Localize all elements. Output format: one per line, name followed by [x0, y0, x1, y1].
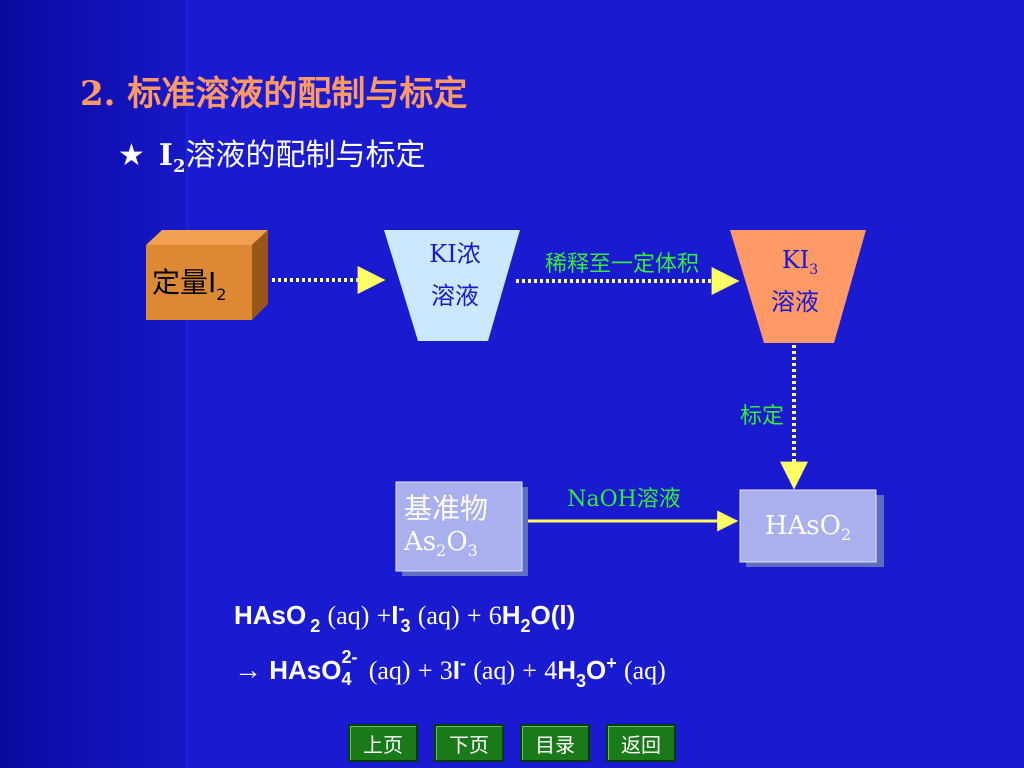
calibrate-label: 标定	[740, 404, 784, 429]
eq2-coef3: 3	[439, 656, 453, 685]
ki3-shape	[730, 230, 866, 343]
eq2-plus1: +	[417, 656, 433, 685]
eq2-o-sup: +	[606, 653, 617, 673]
eq1-aq2: (aq)	[417, 601, 460, 630]
start-box-sub: 2	[216, 285, 226, 304]
eq1-h-sub: 2	[520, 616, 531, 636]
ki-conc-line1: KI浓	[429, 240, 480, 268]
haso2-box: HAsO2	[739, 489, 884, 567]
ki3-line1-sub: 3	[809, 262, 818, 278]
eq2-h: H	[557, 655, 576, 685]
stripe-edge-decoration	[186, 0, 192, 768]
eq1-h: H	[501, 600, 521, 630]
dilute-label: 稀释至一定体积	[545, 252, 699, 277]
svg-text:As2O3: As2O3	[403, 527, 478, 560]
eq1-coef6: 6	[488, 601, 502, 630]
eq2-coef4: 4	[544, 656, 558, 685]
star-icon: ★	[118, 138, 145, 173]
eq2-o: O	[585, 655, 607, 685]
prev-page-button[interactable]: 上页	[348, 724, 418, 762]
standard-sub2: 3	[468, 541, 478, 560]
start-box-side	[252, 230, 268, 320]
standard-line1: 基准物	[404, 492, 488, 525]
eq2-haso-sub: 4	[341, 669, 352, 689]
ki3-box: KI3 溶液	[730, 230, 866, 343]
eq1-ol: O(l)	[530, 600, 576, 630]
eq1-plus1: +	[376, 601, 392, 630]
eq2-aq1: (aq)	[368, 656, 411, 685]
svg-text:HAsO2: HAsO2	[765, 511, 851, 544]
toc-button[interactable]: 目录	[520, 724, 590, 762]
next-page-button[interactable]: 下页	[434, 724, 504, 762]
eq2-aq3: (aq)	[623, 656, 666, 685]
haso2-main: HAsO	[765, 511, 841, 541]
eq1-haso-sub: 2	[310, 616, 321, 636]
ki-conc-line2: 溶液	[431, 282, 479, 310]
start-box-front	[146, 245, 252, 320]
process-diagram: 定量I2 KI浓 溶液 稀释至一定体积 KI3 溶液 标定 基准物 As2O3 …	[146, 230, 884, 576]
svg-text:KI3: KI3	[782, 246, 818, 278]
ki-conc-box: KI浓 溶液	[384, 230, 520, 341]
eq2-i-sup: -	[459, 653, 466, 673]
ki-conc-shape	[384, 230, 520, 341]
svg-text:定量I2: 定量I2	[152, 266, 226, 304]
eq1-i-sub: 3	[400, 616, 411, 636]
eq2-i: I	[452, 655, 460, 685]
subtitle-sub: 2	[172, 156, 186, 177]
standard-as: As	[403, 527, 436, 557]
left-stripe-decoration	[0, 0, 190, 768]
standard-box: 基准物 As2O3	[395, 481, 528, 576]
eq2-aq2: (aq)	[473, 656, 516, 685]
eq2-h-sub: 3	[575, 671, 586, 691]
standard-box-face	[395, 481, 523, 572]
haso2-sub: 2	[841, 525, 851, 544]
ki3-line2: 溶液	[771, 288, 819, 316]
page-title: 2. 标准溶液的配制与标定	[80, 74, 468, 114]
subtitle-i: I	[158, 138, 173, 173]
eq2-haso-sup: 2-	[341, 647, 358, 667]
eq2-plus2: +	[522, 656, 537, 685]
section-subtitle: ★ I2溶液的配制与标定	[118, 130, 425, 177]
subtitle-rest: 溶液的配制与标定	[185, 138, 426, 173]
standard-sub1: 2	[436, 541, 446, 560]
standard-o: O	[446, 527, 467, 557]
haso2-box-face	[739, 489, 877, 563]
start-box-label: 定量I	[152, 266, 216, 299]
eq1-plus2: +	[466, 601, 482, 630]
eq1-haso: HAsO	[234, 600, 307, 630]
back-button[interactable]: 返回	[606, 724, 676, 762]
eq2-haso-scripts: 2-4	[341, 647, 361, 689]
ki3-line1: KI	[782, 246, 809, 274]
naoh-label: NaOH溶液	[567, 487, 681, 512]
start-box: 定量I2	[146, 230, 268, 320]
eq1-i-sup: -	[398, 598, 405, 618]
eq1-i: I	[391, 600, 399, 630]
eq2-arrow-icon: →	[234, 655, 262, 686]
eq2-haso: HAsO	[269, 655, 342, 685]
eq1-aq1: (aq)	[327, 601, 370, 630]
start-box-top	[146, 230, 268, 245]
